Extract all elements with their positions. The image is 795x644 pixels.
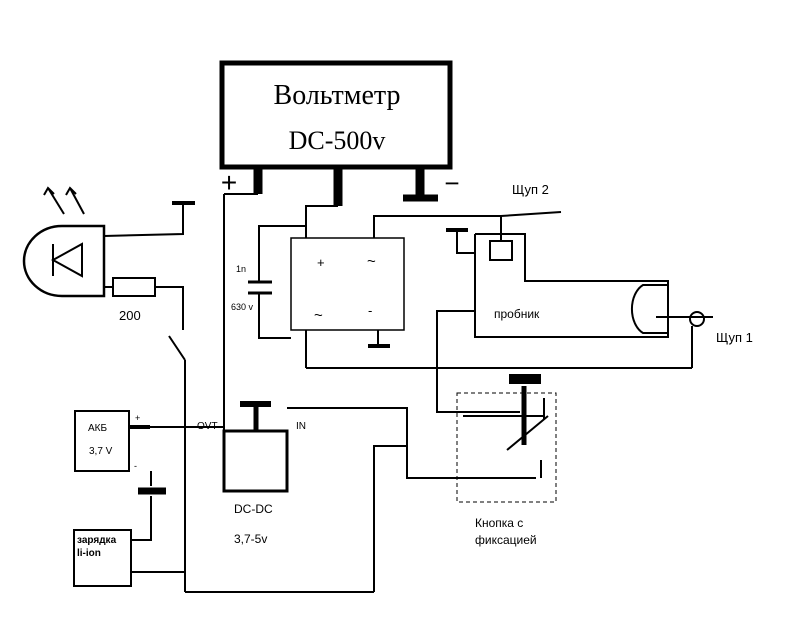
capacitor-value: 1n — [236, 264, 246, 274]
probe-2-label: Щуп 2 — [512, 182, 549, 197]
bridge-ac-1: ~ — [367, 253, 376, 270]
battery-voltage: 3,7 V — [89, 446, 113, 457]
dcdc-box — [222, 429, 289, 493]
bridge-ac-2: ~ — [314, 307, 323, 324]
charger-line-2: li-ion — [77, 548, 101, 559]
bridge-minus: - — [368, 303, 372, 318]
dcdc-name: DC-DC — [234, 502, 273, 516]
battery-box — [74, 410, 130, 472]
battery-plus: + — [135, 413, 140, 423]
voltmeter-plus: + — [221, 167, 237, 198]
diode-bridge — [290, 237, 405, 331]
dcdc-range: 3,7-5v — [234, 532, 267, 546]
battery-name: АКБ — [88, 423, 107, 434]
voltmeter-title: Вольтметр — [274, 80, 401, 111]
probe-box — [474, 233, 669, 338]
battery-minus: - — [134, 461, 137, 471]
dcdc-out-label: OVT — [197, 421, 218, 432]
button-label-1: Кнопка с — [475, 516, 523, 530]
resistor-value: 200 — [119, 308, 141, 323]
charger-box — [73, 529, 132, 587]
probe-1-label: Щуп 1 — [716, 330, 753, 345]
latching-button[interactable] — [456, 392, 557, 503]
resistor — [112, 277, 156, 297]
capacitor-voltage: 630 v — [231, 302, 254, 312]
voltmeter-range: DC-500v — [289, 126, 386, 155]
voltmeter-box — [219, 60, 453, 170]
led-icon — [22, 186, 106, 298]
probe-box-label: пробник — [494, 307, 540, 321]
dcdc-in-label: IN — [296, 421, 306, 432]
bridge-plus: + — [317, 255, 325, 270]
voltmeter-minus: − — [444, 168, 459, 198]
button-label-2: фиксацией — [475, 533, 537, 547]
charger-line-1: зарядка — [77, 535, 117, 546]
